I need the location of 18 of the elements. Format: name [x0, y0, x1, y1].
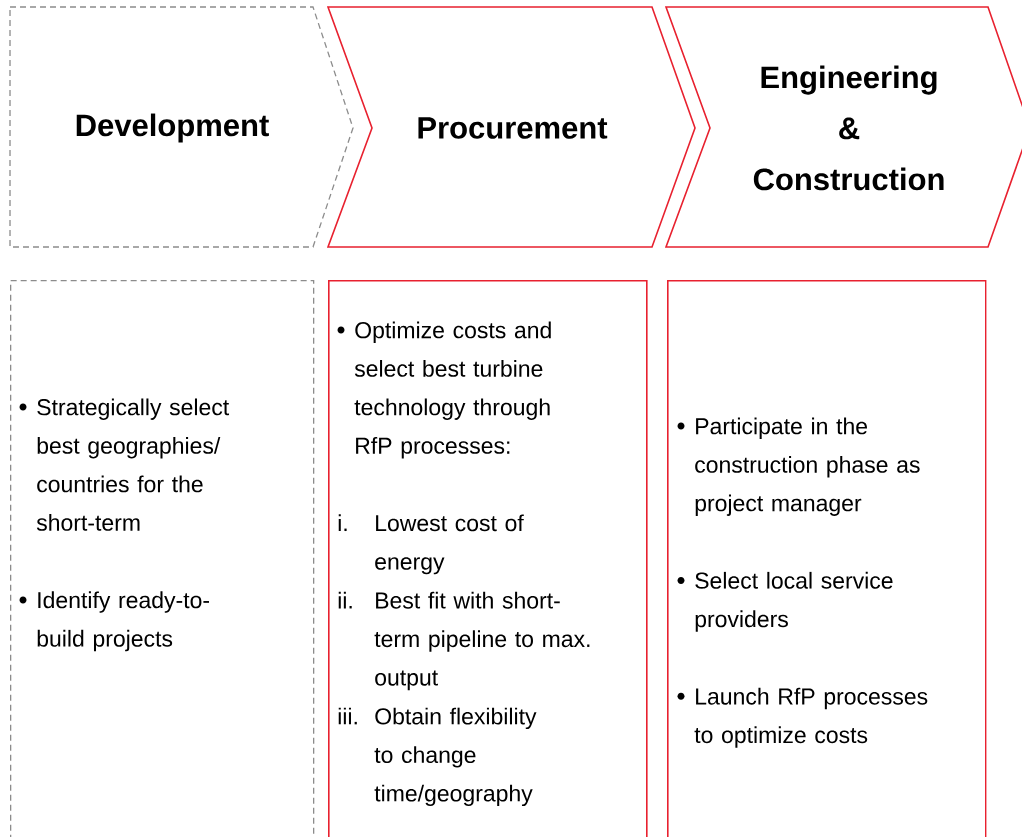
bullet-item: Launch RfP processes to optimize costs: [677, 687, 928, 748]
phase-banner: Engineering & Construction: [664, 6, 1022, 248]
phase-banner: Development: [9, 6, 354, 248]
list-item: Obtain flexibility to change time/geography: [374, 707, 537, 807]
list-marker: iii.: [338, 707, 357, 725]
bullet-item: Identify ready-to-build projects: [19, 591, 209, 652]
list-marker: i.: [338, 514, 347, 532]
list-item: Best fit with short-term pipeline to max. output: [374, 591, 590, 691]
bullet-item: Participate in the construction phase as project manager: [677, 417, 920, 516]
bullet-item: Strategically select best geographies/ countries for the short-term: [19, 398, 230, 531]
bullet-item: Optimize costs and select best turbine technology through RfP processes:: [337, 321, 551, 459]
bullet-item: Select local service providers: [677, 571, 893, 632]
text-panel: [10, 280, 315, 837]
list-marker: ii.: [338, 591, 352, 609]
text-panel: [667, 280, 987, 837]
phase-banner: Procurement: [326, 6, 696, 248]
text-panel: [328, 280, 648, 837]
list-item: Lowest cost of energy: [375, 514, 524, 575]
